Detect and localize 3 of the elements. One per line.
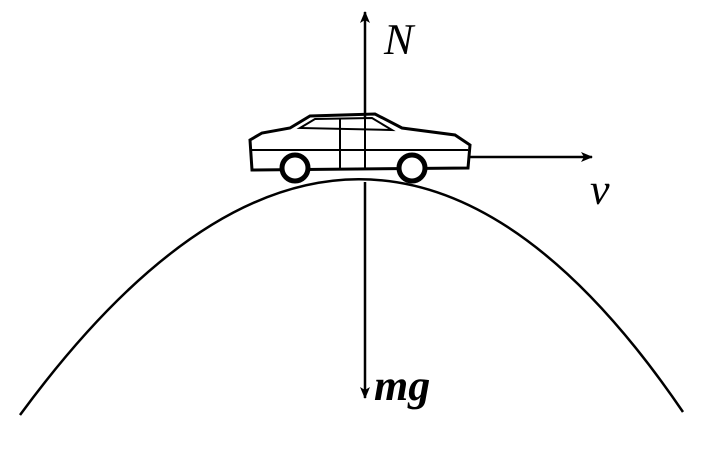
force-label: mg <box>374 364 430 408</box>
force-label: N <box>384 18 414 62</box>
velocity-label: v <box>590 168 610 212</box>
